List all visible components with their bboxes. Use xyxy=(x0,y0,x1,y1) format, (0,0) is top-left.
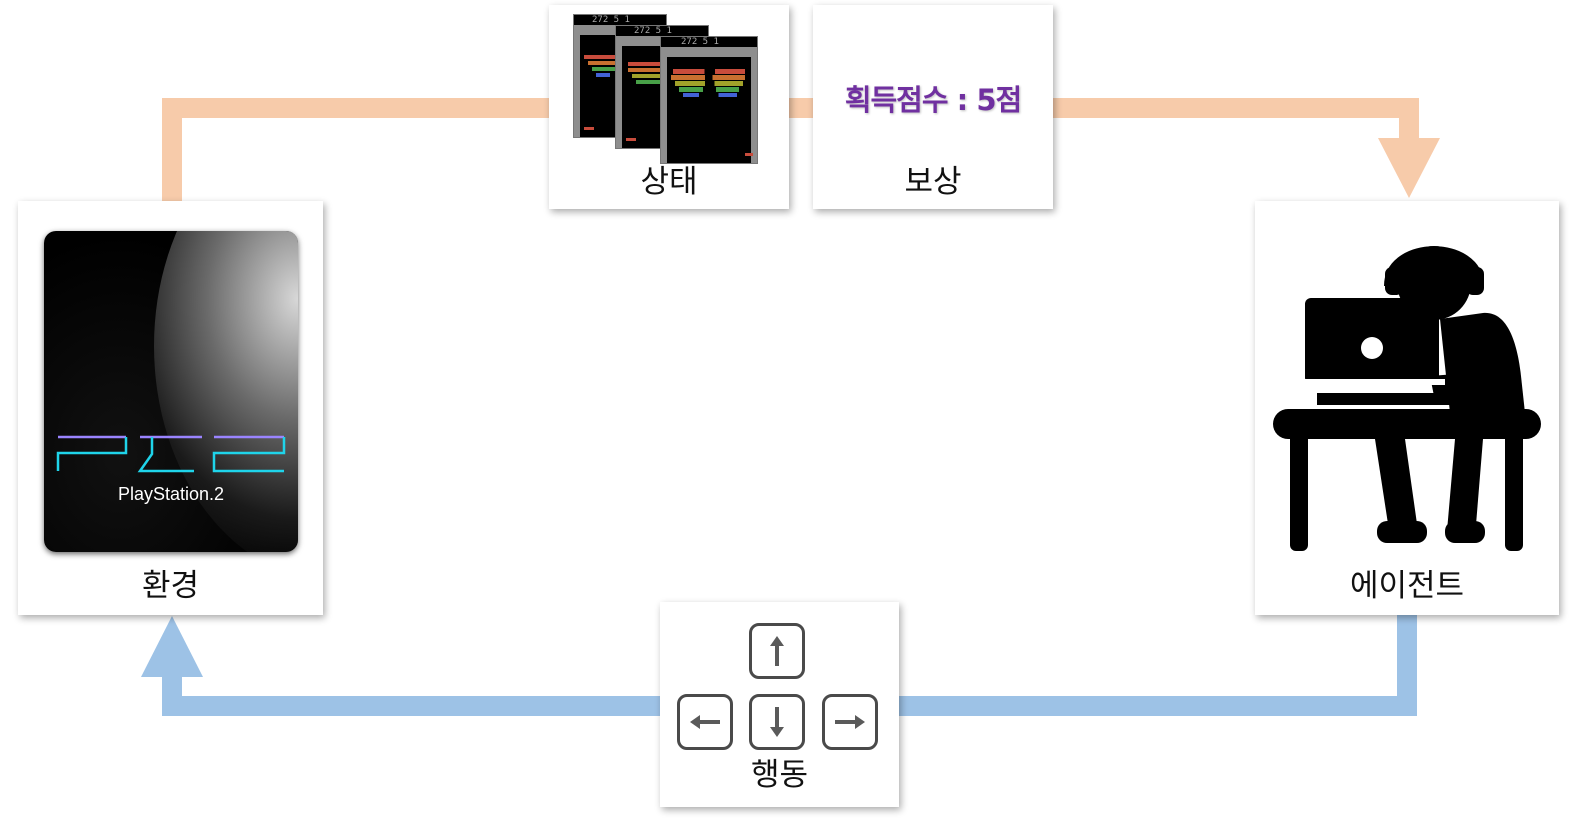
reward-label: 보상 xyxy=(904,164,962,200)
state-card: 272 5 1 272 5 1 272 5 1 xyxy=(549,5,789,209)
agent-label: 에이전트 xyxy=(1349,568,1465,604)
arrow-right-icon xyxy=(835,715,865,729)
action-arrowhead xyxy=(141,616,203,677)
arrow-down-icon xyxy=(770,707,784,737)
action-card: 행동 xyxy=(660,602,899,807)
down-arrow-key xyxy=(749,694,805,750)
observation-arrowhead xyxy=(1378,138,1440,198)
right-arrow-key xyxy=(822,694,878,750)
reward-card: 획득점수 : 5점 보상 xyxy=(813,5,1053,209)
arrow-left-icon xyxy=(690,715,720,729)
game-frames: 272 5 1 272 5 1 272 5 1 xyxy=(573,14,758,164)
observation-arrow xyxy=(162,98,1419,205)
environment-card: PlayStation.2 환경 xyxy=(18,201,323,615)
state-label: 상태 xyxy=(640,164,698,200)
environment-label: 환경 xyxy=(141,568,200,604)
arrow-up-icon xyxy=(770,636,784,666)
up-arrow-key xyxy=(749,623,805,679)
person-at-laptop-icon xyxy=(1273,246,1541,551)
ps2-mark xyxy=(56,435,286,473)
ps2-logo: PlayStation.2 xyxy=(44,231,298,552)
ps2-logo-text: PlayStation.2 xyxy=(117,484,225,504)
action-label: 행동 xyxy=(750,757,809,793)
left-arrow-key xyxy=(677,694,733,750)
agent-card: 에이전트 xyxy=(1255,201,1559,615)
reward-score-text: 획득점수 : 5점 xyxy=(844,83,1022,117)
game-frame-3: 272 5 1 xyxy=(660,36,758,164)
